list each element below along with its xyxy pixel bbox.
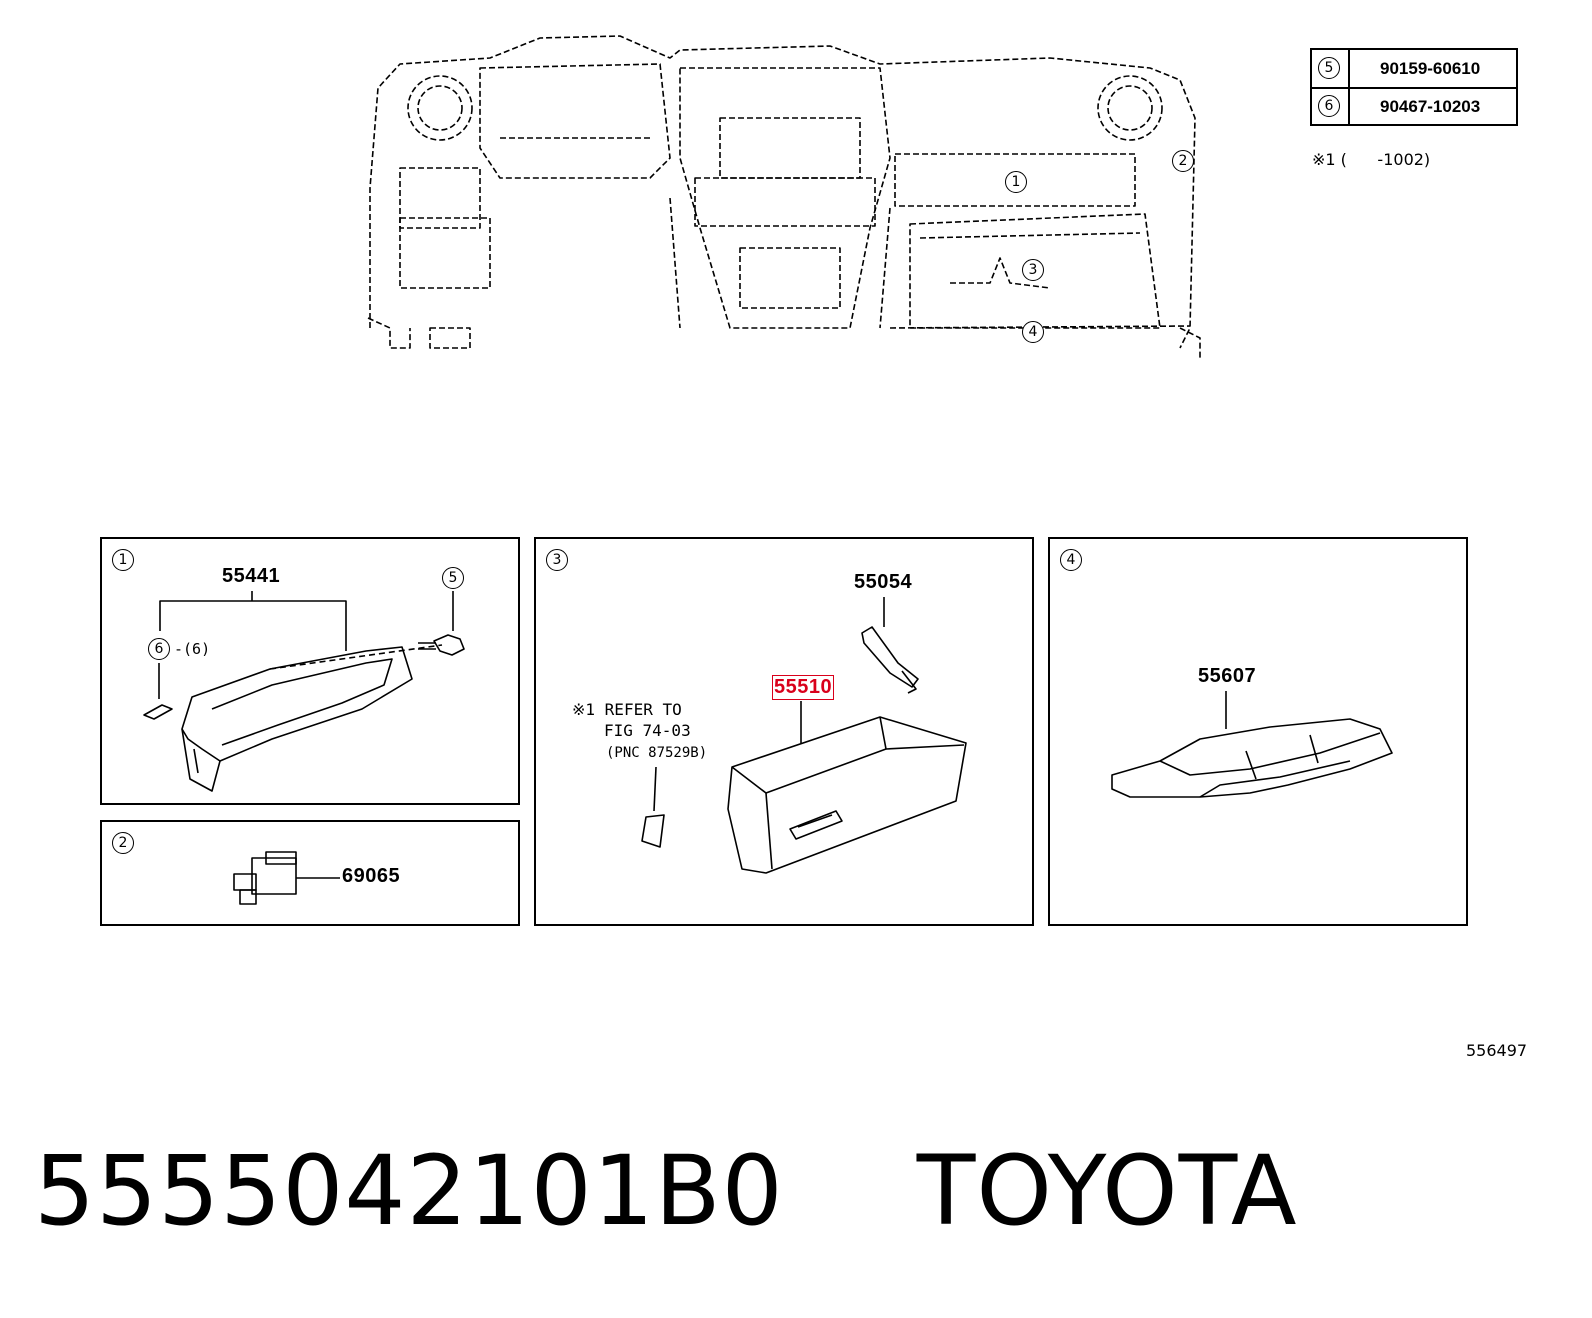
panel-1-callout-6-note: -(6)	[174, 640, 211, 658]
reference-table: 5 90159-60610 6 90467-10203	[1310, 48, 1518, 126]
panel-4-callout: 4	[1060, 549, 1082, 571]
panel-3-callout: 3	[546, 549, 568, 571]
part-label-55607: 55607	[1198, 665, 1257, 687]
reference-part-90467-10203: 90467-10203	[1380, 97, 1481, 116]
panel-2: 2 69065	[100, 820, 520, 926]
refer-note-line-3: (PNC 87529B)	[606, 745, 708, 761]
reference-callout-6: 6	[1318, 95, 1340, 117]
overview-callout-4: 4	[1022, 321, 1044, 343]
panel-1: 1 55441 5 6 -(6)	[100, 537, 520, 805]
switch-drawing	[102, 822, 518, 924]
panel-3: 3 55054 55510 ※1 REFER TO FIG 74-03 (PNC…	[534, 537, 1034, 926]
panel-1-callout-5: 5	[442, 567, 464, 589]
dashboard-overview: 1 2 3 4	[350, 28, 1220, 358]
reference-callout-5: 5	[1318, 57, 1340, 79]
diagram-id: 556497	[1466, 1041, 1528, 1060]
refer-note-line-2: FIG 74-03	[604, 721, 691, 740]
overview-callout-1: 1	[1005, 171, 1027, 193]
reference-part-90159-60610: 90159-60610	[1380, 59, 1481, 78]
panel-1-callout-6: 6	[148, 638, 170, 660]
glove-box-drawing	[536, 539, 1032, 924]
reference-row-6: 6 90467-10203	[1312, 88, 1516, 125]
overview-callout-2: 2	[1172, 150, 1194, 172]
panel-1-callout: 1	[112, 549, 134, 571]
product-part-number: 5555042101B0	[34, 1135, 784, 1247]
part-label-55441: 55441	[222, 565, 281, 587]
lower-panel-drawing	[1050, 539, 1466, 924]
panel-4: 4 55607	[1048, 537, 1468, 926]
product-brand: TOYOTA	[916, 1135, 1298, 1247]
airbag-cover-drawing	[102, 539, 518, 803]
overview-callout-3: 3	[1022, 259, 1044, 281]
part-label-69065: 69065	[342, 865, 401, 887]
part-label-55510-highlighted: 55510	[771, 675, 835, 700]
panel-2-callout: 2	[112, 832, 134, 854]
product-title: 5555042101B0 TOYOTA	[34, 1135, 1298, 1247]
reference-row-5: 5 90159-60610	[1312, 50, 1516, 89]
dashboard-outline-drawing	[350, 28, 1220, 358]
part-label-55054: 55054	[854, 571, 913, 593]
refer-note-line-1: ※1 REFER TO	[572, 700, 682, 719]
reference-footnote: ※1 ( -1002)	[1312, 150, 1431, 169]
